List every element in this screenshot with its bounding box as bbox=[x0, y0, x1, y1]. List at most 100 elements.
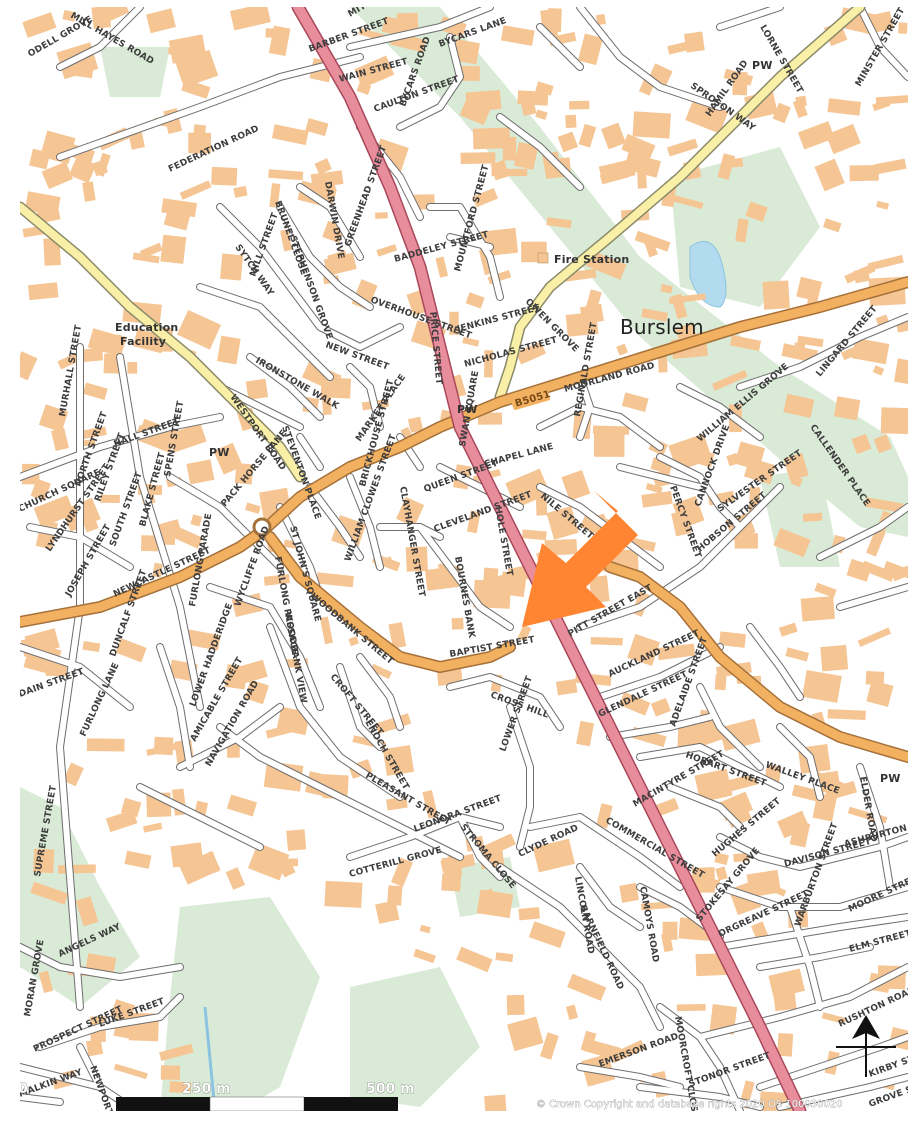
building bbox=[286, 829, 307, 851]
building bbox=[38, 970, 54, 994]
building bbox=[405, 546, 428, 572]
building bbox=[190, 514, 203, 527]
building bbox=[872, 365, 885, 376]
building bbox=[777, 810, 810, 839]
building bbox=[271, 124, 309, 146]
building bbox=[723, 68, 754, 86]
building bbox=[245, 378, 269, 400]
building bbox=[419, 924, 431, 934]
building bbox=[783, 393, 815, 418]
building bbox=[62, 9, 77, 22]
building bbox=[41, 161, 74, 190]
building bbox=[841, 344, 863, 361]
building bbox=[864, 497, 904, 513]
building bbox=[671, 510, 692, 537]
building bbox=[465, 292, 485, 309]
building bbox=[473, 579, 511, 609]
building bbox=[641, 308, 668, 322]
building bbox=[263, 574, 291, 586]
building bbox=[539, 1032, 559, 1060]
building bbox=[321, 178, 337, 194]
poi-pw-1: PW bbox=[752, 59, 773, 72]
building bbox=[778, 622, 798, 637]
street-label: CLEVELAND STREET bbox=[433, 490, 534, 535]
building bbox=[734, 441, 765, 471]
building bbox=[225, 867, 246, 890]
building bbox=[873, 434, 892, 454]
building bbox=[280, 863, 296, 878]
building bbox=[820, 644, 849, 672]
building bbox=[115, 638, 147, 663]
building bbox=[167, 423, 207, 453]
building bbox=[459, 92, 494, 126]
building bbox=[714, 673, 727, 691]
building bbox=[422, 789, 439, 819]
scale-label-250: 250 m bbox=[182, 1081, 231, 1097]
building bbox=[169, 1081, 192, 1094]
building bbox=[657, 643, 696, 661]
building bbox=[225, 350, 238, 358]
building bbox=[632, 111, 671, 139]
building bbox=[694, 768, 733, 803]
building bbox=[100, 494, 120, 504]
building bbox=[388, 622, 407, 649]
building bbox=[521, 529, 547, 541]
poi-pw-4: PW bbox=[880, 772, 901, 785]
building bbox=[85, 1038, 104, 1057]
scale-label-0: 0 bbox=[20, 1081, 28, 1097]
building bbox=[513, 142, 539, 170]
park-green bbox=[350, 967, 480, 1107]
building bbox=[387, 885, 403, 906]
building bbox=[491, 168, 528, 177]
park-green bbox=[160, 897, 320, 1111]
building bbox=[132, 252, 160, 264]
building bbox=[495, 952, 514, 962]
building bbox=[110, 999, 136, 1023]
building bbox=[472, 187, 499, 208]
building bbox=[544, 538, 578, 556]
building bbox=[324, 880, 363, 908]
building bbox=[518, 907, 540, 921]
building bbox=[168, 34, 207, 64]
building bbox=[668, 433, 713, 472]
building bbox=[880, 407, 908, 435]
building bbox=[24, 191, 61, 216]
building bbox=[181, 78, 211, 99]
building bbox=[745, 201, 768, 222]
building bbox=[585, 250, 627, 280]
building bbox=[874, 158, 907, 175]
building bbox=[183, 65, 200, 79]
building bbox=[305, 118, 329, 137]
building bbox=[348, 636, 360, 647]
building bbox=[160, 1065, 181, 1080]
street-label: ELM STREET bbox=[848, 929, 908, 955]
building bbox=[310, 170, 344, 188]
building bbox=[161, 198, 197, 218]
building bbox=[127, 361, 138, 374]
building bbox=[280, 229, 293, 252]
building bbox=[895, 312, 908, 333]
building bbox=[226, 794, 258, 817]
building bbox=[217, 335, 241, 365]
building bbox=[800, 595, 836, 622]
building bbox=[729, 158, 744, 168]
building bbox=[268, 25, 291, 56]
building bbox=[667, 39, 696, 55]
building bbox=[82, 382, 108, 401]
building bbox=[33, 495, 75, 528]
building bbox=[547, 8, 562, 32]
building bbox=[667, 138, 699, 157]
place-name: Burslem bbox=[620, 315, 704, 339]
building bbox=[565, 114, 577, 129]
building bbox=[662, 921, 678, 940]
building bbox=[593, 433, 625, 457]
building bbox=[460, 152, 496, 164]
building bbox=[821, 1012, 847, 1025]
poi-education-line1: Education bbox=[115, 321, 178, 334]
building bbox=[375, 212, 388, 219]
building bbox=[441, 873, 462, 892]
building bbox=[375, 713, 412, 734]
building bbox=[440, 853, 476, 872]
building bbox=[86, 738, 125, 752]
